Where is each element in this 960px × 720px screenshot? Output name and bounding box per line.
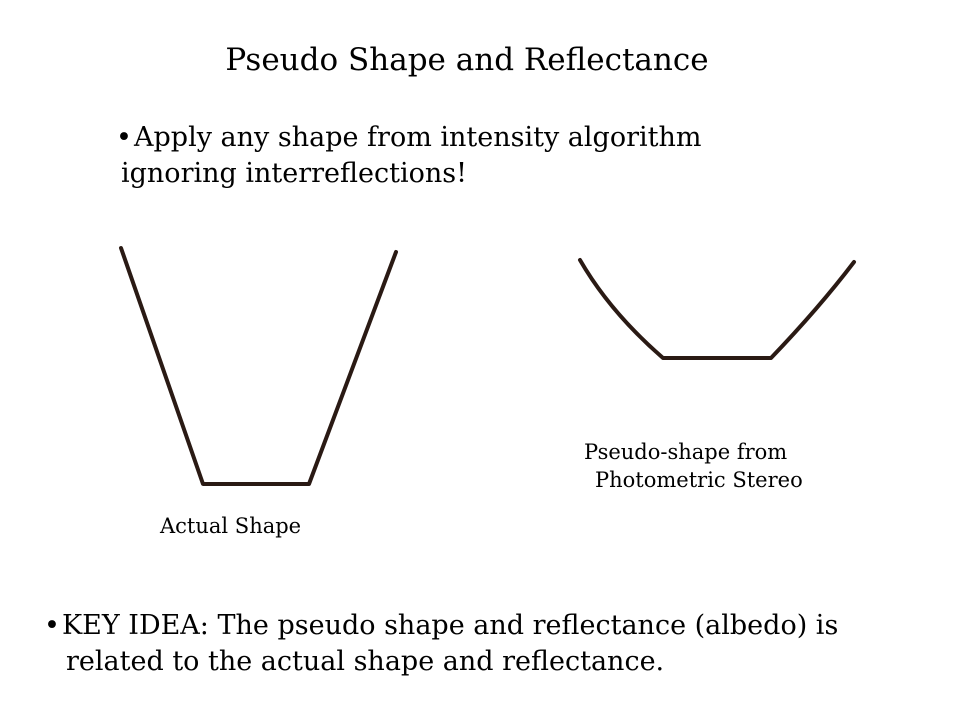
bullet-text: Apply any shape from intensity algorithm <box>134 122 702 153</box>
bullet-line-continuation: ignoring interreflections! <box>121 158 467 189</box>
bullet-line: •Apply any shape from intensity algorith… <box>116 120 701 156</box>
bullet-glyph: • <box>44 610 60 641</box>
bullet-key-idea: •KEY IDEA: The pseudo shape and reflecta… <box>44 608 838 680</box>
slide-title: Pseudo Shape and Reflectance <box>225 42 709 78</box>
bullet-glyph: • <box>116 122 132 153</box>
actual-shape-profile <box>119 246 398 486</box>
bullet-apply-algorithm: •Apply any shape from intensity algorith… <box>116 120 701 192</box>
pseudo-shape-caption: Pseudo-shape from Photometric Stereo <box>584 438 803 494</box>
pseudo-caption-line-2: Photometric Stereo <box>595 468 803 492</box>
pseudo-shape-profile <box>578 258 856 360</box>
actual-shape-caption: Actual Shape <box>160 514 302 538</box>
pseudo-caption-line-1: Pseudo-shape from <box>584 440 788 464</box>
bullet-text: KEY IDEA: The pseudo shape and reflectan… <box>62 610 839 641</box>
bullet-line: •KEY IDEA: The pseudo shape and reflecta… <box>44 608 838 644</box>
bullet-line-continuation: related to the actual shape and reflecta… <box>66 646 665 677</box>
